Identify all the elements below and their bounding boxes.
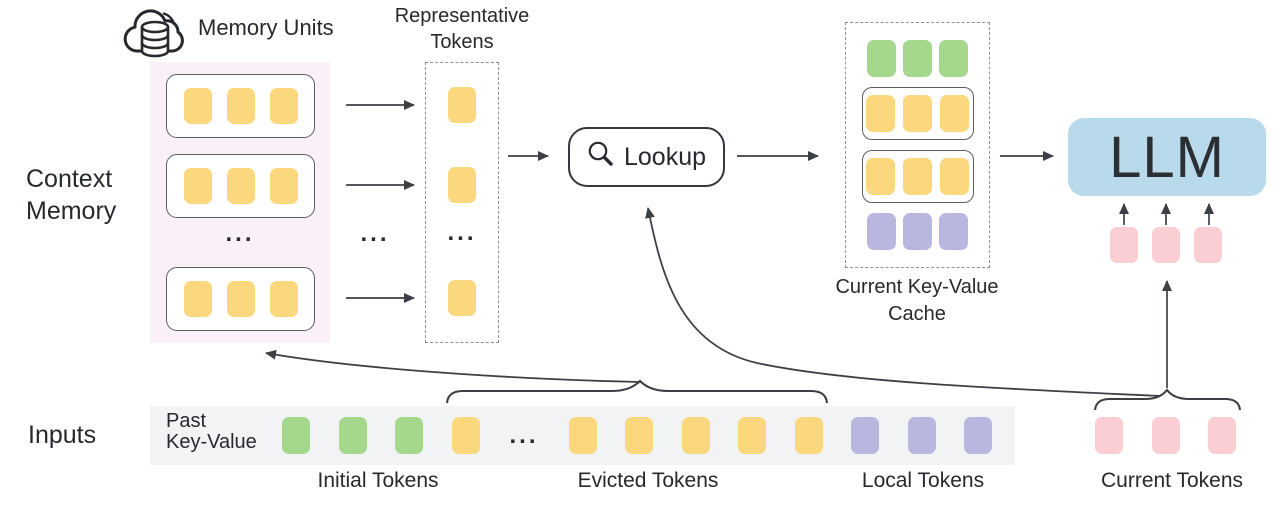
memory-unit (166, 154, 315, 218)
yellow-token (226, 88, 255, 124)
current-kv-cache-label: Current Key-Value Cache (835, 276, 999, 325)
pink-token (1151, 417, 1180, 454)
green-token (867, 40, 896, 77)
yellow-token (568, 417, 597, 454)
yellow-token (794, 417, 823, 454)
llm-label: LLM (1109, 124, 1225, 190)
yellow-token (738, 417, 766, 454)
memory-units-label: Memory Units (198, 15, 334, 40)
pink-token (1194, 227, 1222, 263)
yellow-token (940, 158, 969, 195)
initial-tokens-label: Initial Tokens (317, 469, 439, 492)
cloud-database-icon (118, 2, 192, 67)
context-memory-panel: ... (150, 62, 330, 343)
lookup-button: Lookup (568, 127, 725, 187)
yellow-token (448, 280, 476, 316)
yellow-token (183, 281, 212, 317)
purple-token (907, 417, 936, 454)
yellow-token (625, 417, 653, 454)
past-kv-tokens: ... (282, 417, 992, 454)
cache-memory-unit (861, 87, 974, 140)
yellow-token (451, 417, 480, 454)
cache-local-row (867, 213, 968, 250)
yellow-token (269, 88, 298, 124)
local-tokens-label: Local Tokens (861, 469, 985, 492)
context-memory-label: Context Memory (26, 165, 117, 225)
purple-token (903, 213, 932, 250)
yellow-token (448, 87, 476, 123)
yellow-token (448, 167, 476, 203)
current-tokens-brace (1093, 388, 1242, 411)
arrows-ellipsis: ... (360, 220, 390, 247)
representative-tokens-box: ... (425, 62, 499, 343)
cache-initial-row (867, 40, 968, 77)
yellow-token (903, 95, 932, 132)
memory-ellipsis: ... (225, 220, 255, 247)
memory-unit (166, 267, 315, 331)
green-token (939, 40, 968, 77)
green-token (338, 417, 367, 454)
representative-tokens-label: Representative Tokens (394, 5, 530, 53)
pink-token (1095, 417, 1123, 454)
yellow-token (940, 95, 969, 132)
yellow-token (183, 88, 212, 124)
purple-token (964, 417, 992, 454)
green-token (282, 417, 310, 454)
lookup-label: Lookup (623, 142, 707, 171)
magnifier-icon (587, 140, 614, 174)
yellow-token (183, 168, 212, 204)
yellow-token (866, 158, 895, 195)
memory-unit (166, 74, 315, 138)
inputs-label: Inputs (28, 421, 97, 449)
purple-token (939, 213, 968, 250)
yellow-token (226, 281, 255, 317)
pink-token (1208, 417, 1236, 454)
purple-token (867, 213, 896, 250)
pink-token (1152, 227, 1180, 263)
arrow-evicted-to-memory (265, 349, 643, 383)
green-token (395, 417, 423, 454)
current-tokens-row (1095, 417, 1236, 454)
yellow-token (903, 158, 932, 195)
ellipsis: ... (509, 421, 539, 449)
llm-box: LLM (1068, 118, 1266, 196)
pink-token (1110, 227, 1138, 263)
current-tokens-label: Current Tokens (1100, 469, 1244, 492)
cache-memory-unit (861, 150, 974, 203)
llm-input-tokens (1110, 227, 1222, 263)
green-token (903, 40, 932, 77)
current-kv-cache-box (845, 22, 990, 268)
yellow-token (269, 281, 298, 317)
yellow-token (226, 168, 255, 204)
yellow-token (866, 95, 895, 132)
evicted-tokens-label: Evicted Tokens (577, 469, 719, 492)
evicted-tokens-brace (445, 379, 829, 404)
ellipsis: ... (447, 219, 477, 246)
yellow-token (269, 168, 298, 204)
yellow-token (681, 417, 710, 454)
past-kv-label: Past Key-Value (166, 410, 257, 453)
purple-token (851, 417, 879, 454)
